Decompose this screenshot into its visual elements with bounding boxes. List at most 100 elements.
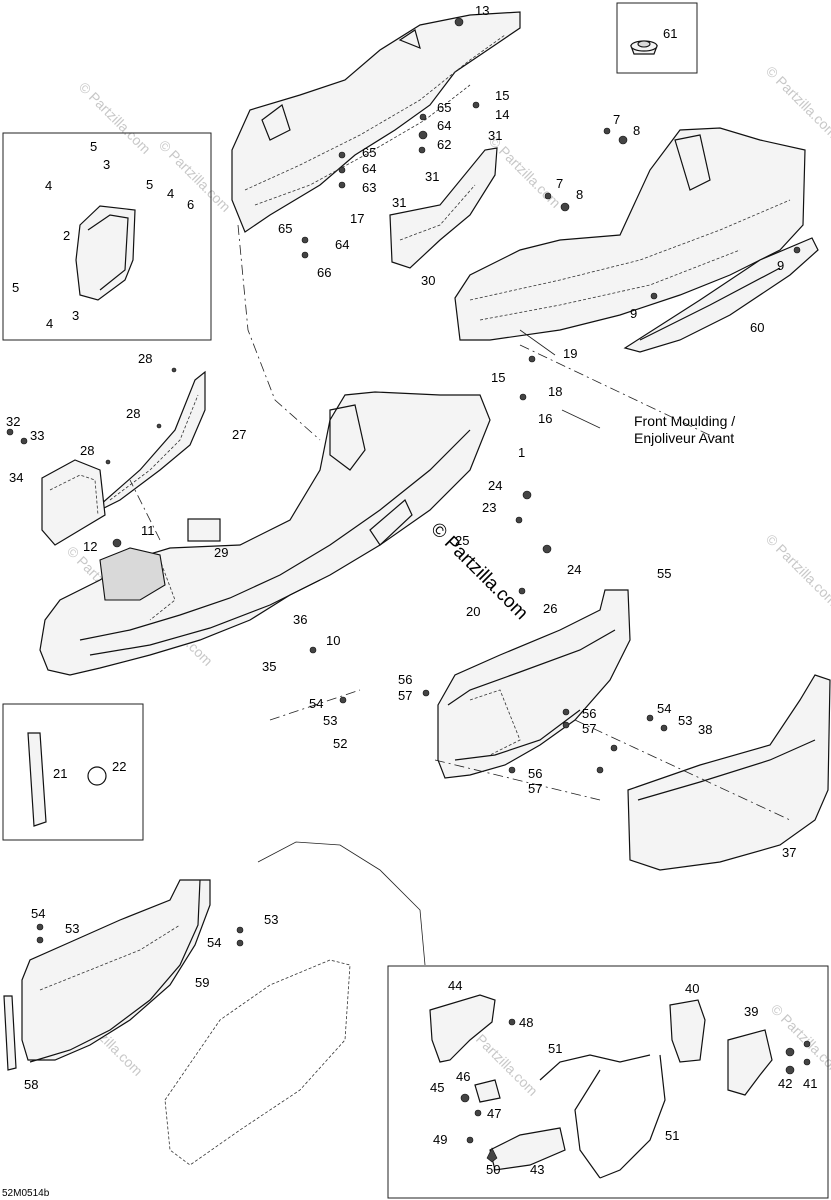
callout-48: 48: [519, 1015, 533, 1030]
callout-25: 25: [455, 533, 469, 548]
leader-lines: [129, 224, 791, 966]
callout-8: 8: [576, 187, 583, 202]
side-frame-59: [21, 879, 211, 1063]
side-cover-37: [627, 674, 831, 871]
callout-15: 15: [491, 370, 505, 385]
callout-31: 31: [488, 128, 502, 143]
watermark-text: © Partzilla.com: [763, 63, 831, 141]
side-panel-frame-55: [437, 589, 631, 779]
bracket-30: [389, 147, 498, 269]
inset-box-side-panel: [2, 132, 212, 341]
trim-27: [99, 370, 206, 511]
callout-49: 49: [433, 1132, 447, 1147]
callout-7: 7: [556, 176, 563, 191]
callout-5: 5: [90, 139, 97, 154]
callout-53: 53: [65, 921, 79, 936]
callout-10: 10: [326, 633, 340, 648]
callout-54: 54: [31, 906, 45, 921]
callout-11: 11: [141, 523, 155, 538]
callout-65: 65: [362, 145, 376, 160]
callout-60: 60: [750, 320, 764, 335]
callout-29: 29: [214, 545, 228, 560]
callout-59: 59: [195, 975, 209, 990]
callout-54: 54: [657, 701, 671, 716]
callout-61: 61: [663, 26, 677, 41]
hardware-fasteners: [6, 17, 811, 1163]
callout-6: 6: [187, 197, 194, 212]
strip-58: [3, 995, 17, 1071]
callout-4: 4: [45, 178, 52, 193]
callout-31: 31: [425, 169, 439, 184]
side-cover-ghost: [164, 959, 351, 1166]
callout-41: 41: [803, 1076, 817, 1091]
callout-17: 17: [350, 211, 364, 226]
callout-21: 21: [53, 766, 67, 781]
callout-14: 14: [495, 107, 509, 122]
rear-upper-moulding-13: [231, 11, 521, 233]
callout-47: 47: [487, 1106, 501, 1121]
block-46: [474, 1079, 501, 1103]
diagram-code: 52M0514b: [2, 1188, 50, 1199]
inset-box-21-22: [2, 703, 144, 841]
bracket-34: [41, 459, 106, 546]
callout-55: 55: [657, 566, 671, 581]
callout-15: 15: [495, 88, 509, 103]
callout-30: 30: [421, 273, 435, 288]
front-moulding-label-line2: Enjoliveur Avant: [634, 430, 734, 446]
watermark-text: © Partzilla.com: [486, 133, 564, 211]
cable-51: [539, 1054, 651, 1081]
callout-8: 8: [633, 123, 640, 138]
callout-43: 43: [530, 1162, 544, 1177]
watermark-text: © Partzilla.com: [156, 137, 234, 215]
callout-38: 38: [698, 722, 712, 737]
callout-1: 1: [518, 445, 525, 460]
callout-18: 18: [548, 384, 562, 399]
callout-37: 37: [782, 845, 796, 860]
callout-16: 16: [538, 411, 552, 426]
callout-65: 65: [437, 100, 451, 115]
callout-57: 57: [528, 781, 542, 796]
front-bumper-1: [39, 391, 491, 676]
inset-box-hitch: [387, 965, 829, 1199]
watermark-text: © Partzilla.com: [76, 79, 154, 157]
callout-9: 9: [777, 258, 784, 273]
cable-loop: [574, 1069, 601, 1179]
callout-64: 64: [335, 237, 349, 252]
callout-45: 45: [430, 1080, 444, 1095]
watermark-text: © Partzilla.com: [763, 531, 831, 609]
callout-50: 50: [486, 1162, 500, 1177]
callout-33: 33: [30, 428, 44, 443]
plate-43: [489, 1127, 566, 1171]
callout-64: 64: [362, 161, 376, 176]
callout-27: 27: [232, 427, 246, 442]
callout-57: 57: [582, 721, 596, 736]
callout-44: 44: [448, 978, 462, 993]
strip-21: [27, 732, 47, 827]
callout-4: 4: [46, 316, 53, 331]
callout-52: 52: [333, 736, 347, 751]
callout-5: 5: [146, 177, 153, 192]
callout-28: 28: [80, 443, 94, 458]
callout-28: 28: [138, 351, 152, 366]
bracket-44: [429, 994, 496, 1063]
bracket-39: [727, 1029, 773, 1096]
callout-9: 9: [630, 306, 637, 321]
callout-2: 2: [63, 228, 70, 243]
callout-24: 24: [488, 478, 502, 493]
callout-65: 65: [278, 221, 292, 236]
inset-box-61: [616, 2, 698, 74]
clip-61: [630, 40, 658, 55]
callout-19: 19: [563, 346, 577, 361]
callout-40: 40: [685, 981, 699, 996]
callout-63: 63: [362, 180, 376, 195]
callout-46: 46: [456, 1069, 470, 1084]
callout-26: 26: [543, 601, 557, 616]
callout-3: 3: [72, 308, 79, 323]
watermark-text: © Partzilla.com: [768, 1001, 831, 1079]
callout-labels: 13 61 15 14 65 64 62 31 7 8 65 64 63 31 …: [6, 3, 817, 1177]
callout-56: 56: [528, 766, 542, 781]
callout-7: 7: [613, 112, 620, 127]
callout-5: 5: [12, 280, 19, 295]
